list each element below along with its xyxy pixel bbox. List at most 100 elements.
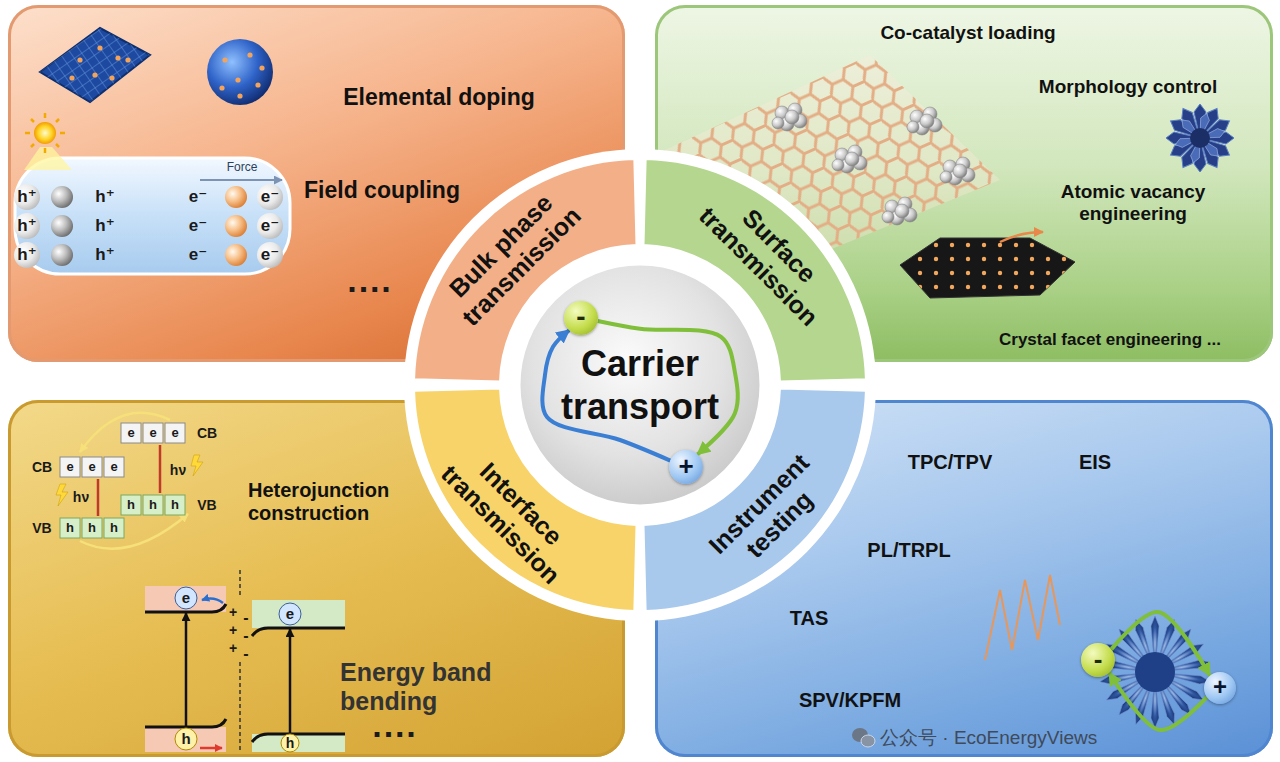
doped-sphere: [207, 39, 273, 105]
charge-label: e⁻: [189, 216, 207, 236]
band-bending-scheme-part: [289, 629, 292, 733]
field-tube-part: [51, 244, 73, 266]
method-label: Elemental doping: [343, 84, 535, 110]
sun-icon: [25, 113, 65, 153]
space-charge-sign: +: [229, 622, 237, 638]
sun-icon-part: [34, 122, 56, 144]
charge-label: h⁺: [95, 187, 114, 207]
space-charge-sign: +: [229, 640, 237, 656]
band-bending-scheme-part: [239, 662, 241, 752]
particle-label: h: [127, 498, 135, 513]
heterojunction-scheme-part: [104, 457, 124, 477]
graphene-lattice-part: [882, 197, 917, 225]
method-label: Energy band bending: [340, 658, 540, 716]
band-bending-scheme-part: [252, 628, 345, 636]
charge-flow-arrow: [542, 330, 670, 460]
flower-morphology: [1166, 104, 1234, 172]
graphene-lattice-part: [832, 145, 867, 173]
doped-mesh-sheet-part: [77, 57, 82, 62]
field-tube-part: [14, 184, 40, 210]
heterojunction-scheme-part: [97, 479, 100, 516]
charge-flow-arrow: [598, 321, 738, 454]
electron-ball: -: [564, 301, 598, 335]
heterojunction-scheme: [56, 413, 203, 549]
signal-scribble: [985, 575, 1060, 660]
field-tube-part: [15, 158, 290, 274]
charge-label: e⁻: [189, 245, 207, 265]
heterojunction-scheme-part: [143, 495, 163, 515]
sun-icon-part: [44, 148, 47, 153]
graphene-lattice-part: [772, 103, 807, 131]
particle-label: e: [171, 426, 178, 441]
band-label: CB: [197, 425, 217, 441]
ellipsis: ····: [347, 270, 392, 309]
field-tube-part: [51, 186, 73, 208]
particle-label: e: [88, 460, 95, 475]
force-label: Force: [227, 161, 258, 175]
heterojunction-scheme-part: [121, 495, 141, 515]
hole-ball: +: [669, 450, 703, 484]
doped-sphere-part: [237, 93, 242, 98]
band-bending-scheme-part: [202, 599, 223, 603]
method-label: TPC/TPV: [908, 451, 992, 474]
field-tube-part: [200, 179, 282, 181]
band-bending-scheme-part: [281, 734, 299, 752]
heterojunction-scheme-part: [104, 518, 124, 538]
particle-label: e: [127, 426, 134, 441]
space-charge-sign: -: [243, 609, 248, 627]
charge-label: e⁻: [261, 187, 279, 207]
signal-scribble-part: [985, 575, 1060, 660]
doped-sphere-part: [235, 77, 240, 82]
band-bending-scheme-part: [175, 587, 197, 609]
charge-sign: +: [678, 453, 693, 479]
doped-sphere-part: [207, 39, 273, 105]
heterojunction-scheme-part: [165, 423, 185, 443]
method-label: SPV/KPFM: [799, 689, 901, 712]
method-label: PL/TRPL: [867, 539, 950, 562]
urchin-particle-part: [1135, 652, 1175, 692]
heterojunction-scheme-part: [121, 423, 141, 443]
doped-mesh-sheet-part: [40, 28, 150, 102]
sun-icon-part: [56, 119, 59, 122]
heterojunction-scheme-part: [56, 484, 68, 506]
vacancy-sheet-part: [1000, 232, 1043, 242]
field-tube-part: [51, 215, 73, 237]
center-circle-shape: [515, 260, 765, 510]
particle-label: h: [286, 735, 295, 751]
doped-sphere-part: [222, 57, 227, 62]
doped-sphere-part: [219, 85, 224, 90]
method-label: Morphology control: [1039, 76, 1217, 98]
particle-label: h: [181, 730, 190, 747]
photon-label: hν: [170, 462, 186, 478]
sun-icon-part: [60, 132, 65, 135]
charge-label: e⁻: [189, 187, 207, 207]
charge-label: h⁺: [17, 245, 36, 265]
method-label: Crystal facet engineering ...: [999, 330, 1221, 350]
heterojunction-scheme-part: [80, 413, 170, 452]
field-tube-part: [14, 213, 40, 239]
band-label: VB: [32, 520, 51, 536]
ring-backdrop: [404, 149, 876, 621]
band-bending-scheme-part: [175, 728, 197, 750]
doped-mesh-sheet-part: [109, 75, 114, 80]
electron-ball: -: [1081, 643, 1115, 677]
graphene-lattice-part: [940, 157, 975, 185]
band-bending-scheme-part: [145, 586, 226, 612]
band-bending-scheme-part: [252, 600, 345, 628]
charge-sign: -: [1094, 646, 1103, 672]
particle-label: h: [66, 521, 74, 536]
doped-sphere-part: [255, 82, 260, 87]
band-bending-scheme-part: [200, 747, 222, 750]
method-label: TAS: [790, 607, 829, 630]
doped-mesh-sheet-part: [125, 57, 130, 62]
band-bending-scheme-part: [252, 734, 345, 752]
field-tube-part: [24, 147, 72, 170]
particle-label: h: [171, 498, 179, 513]
heterojunction-scheme-part: [82, 457, 102, 477]
particle-label: e: [110, 460, 117, 475]
particle-label: e: [182, 589, 190, 606]
wechat-icon: [852, 728, 875, 747]
field-tube-part: [257, 242, 283, 268]
wechat-icon-part: [861, 735, 875, 747]
